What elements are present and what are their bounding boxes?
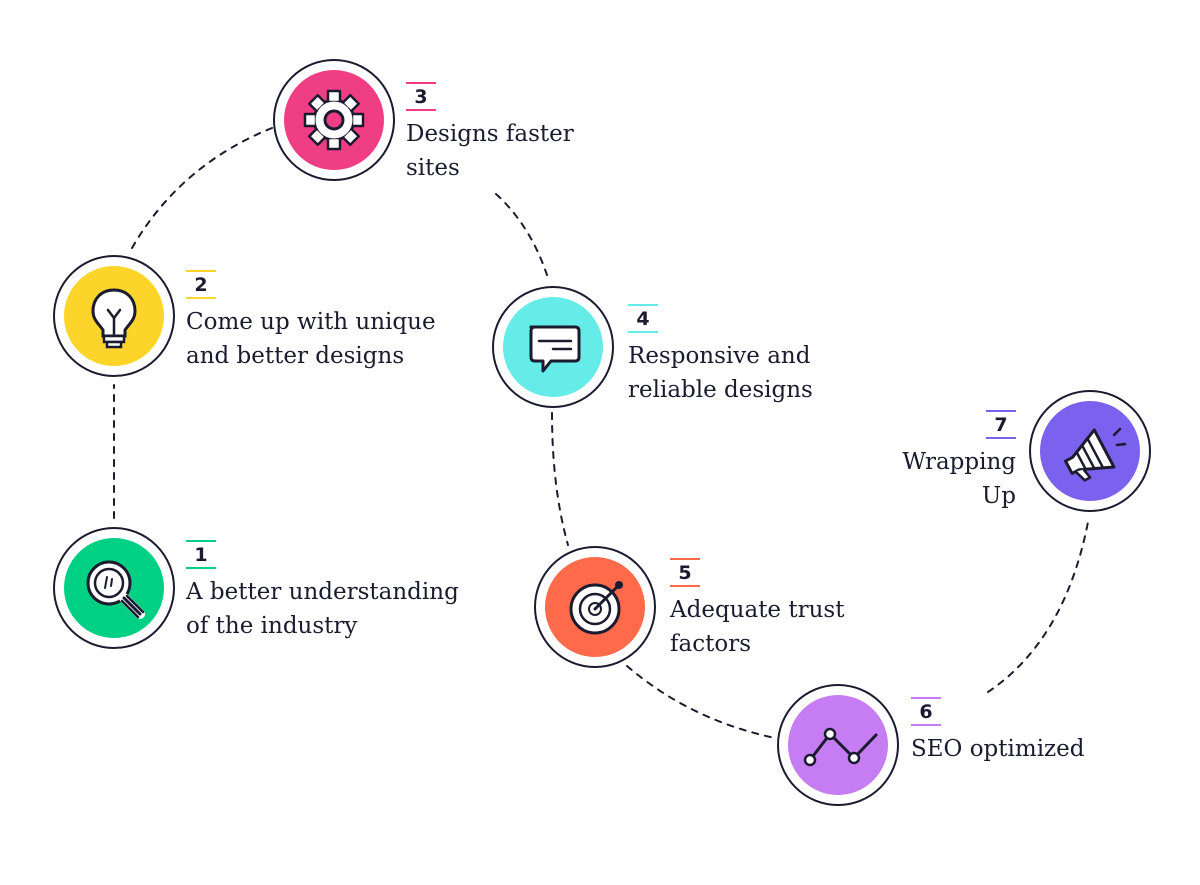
step-5-label: 5 Adequate trust factors	[670, 558, 844, 661]
step-2-badge	[53, 255, 175, 377]
step-4-label: 4 Responsive and reliable designs	[628, 304, 813, 407]
line-graph-icon	[803, 727, 878, 767]
connector-4-5	[551, 412, 569, 546]
step-2-text-line: Come up with unique	[186, 309, 436, 335]
step-3-text-line: Designs faster	[406, 121, 574, 147]
step-1-label: 1 A better understanding of the industry	[186, 540, 459, 643]
step-4-text-line: reliable designs	[628, 377, 813, 403]
step-3-label: 3 Designs faster sites	[406, 82, 574, 185]
step-6-number: 6	[919, 701, 933, 723]
step-4-badge	[492, 286, 614, 408]
step-7-text-line: Wrapping	[902, 449, 1016, 475]
megaphone-icon	[1064, 427, 1127, 482]
step-7-number-box: 7	[986, 410, 1016, 439]
step-1-number-box: 1	[186, 540, 216, 569]
step-6-disc	[788, 695, 888, 795]
step-3-badge	[273, 59, 395, 181]
step-2-label: 2 Come up with unique and better designs	[186, 270, 436, 373]
connector-5-6	[626, 665, 776, 739]
lightbulb-icon	[91, 288, 137, 349]
step-7-badge	[1029, 390, 1151, 512]
step-7-number: 7	[994, 414, 1008, 436]
step-4-number-box: 4	[628, 304, 658, 333]
step-1-badge	[53, 527, 175, 649]
target-icon	[569, 581, 623, 635]
step-5-number-box: 5	[670, 558, 700, 587]
step-5-badge	[534, 546, 656, 668]
step-6-text: SEO optimized	[911, 732, 1085, 766]
step-6-badge	[777, 684, 899, 806]
step-4-number: 4	[636, 308, 650, 330]
step-3-text: Designs faster sites	[406, 117, 574, 185]
step-1-text-line: of the industry	[186, 613, 358, 639]
step-5-text: Adequate trust factors	[670, 593, 844, 661]
step-7-text: Wrapping Up	[902, 445, 1016, 513]
step-1-text: A better understanding of the industry	[186, 575, 459, 643]
step-3-number-box: 3	[406, 82, 436, 111]
step-5-number: 5	[678, 562, 692, 584]
step-6-label: 6 SEO optimized	[911, 697, 1085, 766]
step-7-text-line: Up	[981, 483, 1016, 509]
connector-3-4	[495, 193, 548, 276]
step-6-text-line: SEO optimized	[911, 736, 1085, 762]
step-7-label: 7 Wrapping Up	[902, 410, 1016, 513]
gear-icon	[303, 89, 365, 151]
step-3-text-line: sites	[406, 155, 460, 181]
step-5-text-line: Adequate trust	[670, 597, 845, 623]
step-3-number: 3	[414, 86, 428, 108]
step-1-number: 1	[194, 544, 208, 566]
step-4-text-line: Responsive and	[628, 343, 811, 369]
chat-bubble-icon	[529, 325, 581, 373]
magnifier-icon	[86, 560, 145, 619]
step-2-text-line: and better designs	[186, 343, 405, 369]
step-5-text-line: factors	[670, 631, 751, 657]
step-2-number: 2	[194, 274, 208, 296]
step-2-text: Come up with unique and better designs	[186, 305, 436, 373]
connector-2-3	[131, 127, 273, 249]
step-6-number-box: 6	[911, 697, 941, 726]
step-4-text: Responsive and reliable designs	[628, 339, 813, 407]
step-1-text-line: A better understanding	[186, 579, 459, 605]
connector-6-7	[987, 521, 1089, 693]
step-2-number-box: 2	[186, 270, 216, 299]
